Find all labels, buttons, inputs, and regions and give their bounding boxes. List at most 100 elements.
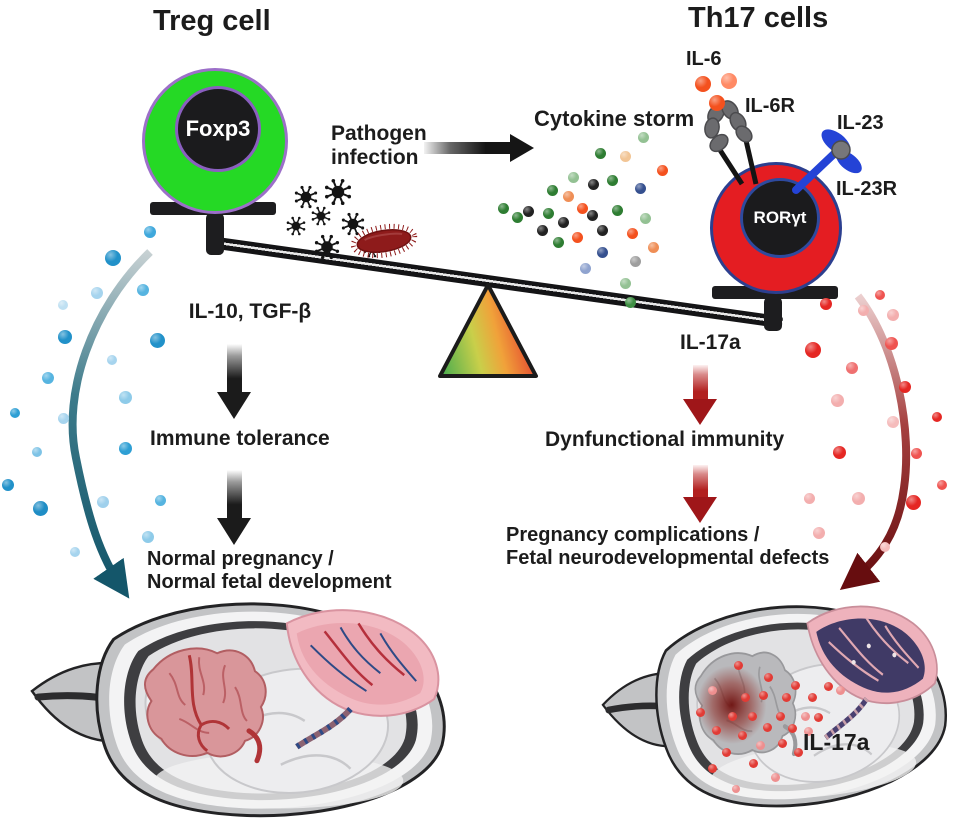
th17_secreted-dot bbox=[887, 416, 899, 428]
cytokine-dot bbox=[567, 171, 579, 183]
pregnancy-complications-label: Pregnancy complications / Fetal neurodev… bbox=[506, 524, 830, 570]
th17_secreted-dot bbox=[803, 492, 815, 504]
pathogen-infection-label: Pathogen infection bbox=[331, 122, 427, 170]
virus-icon bbox=[294, 185, 318, 209]
th17_secreted-dot bbox=[905, 494, 921, 510]
virus-icon bbox=[286, 216, 306, 236]
treg-title: Treg cell bbox=[153, 5, 271, 37]
cytokine-dot bbox=[626, 227, 638, 239]
treg-platform-post bbox=[206, 213, 224, 255]
treg-curved-arrow bbox=[68, 249, 153, 599]
cytokine-dot bbox=[594, 147, 606, 159]
th17_secreted-dot bbox=[875, 290, 885, 300]
cytokine-dot bbox=[596, 246, 608, 258]
treg_secreted-dot bbox=[2, 479, 14, 491]
cytokine-dot bbox=[542, 207, 554, 219]
treg_secreted-dot bbox=[144, 226, 156, 238]
cytokine-dot bbox=[522, 205, 534, 217]
cytokine-dot bbox=[634, 182, 646, 194]
virus-icon bbox=[311, 206, 331, 226]
il6-label: IL-6 bbox=[686, 48, 722, 70]
treg-nucleus: Foxp3 bbox=[175, 86, 261, 172]
normal-brain bbox=[143, 647, 267, 764]
th17_secreted-dot bbox=[832, 445, 846, 459]
treg_secreted-dot bbox=[118, 390, 132, 404]
il6_molecules-dot bbox=[695, 76, 711, 92]
th17-title: Th17 cells bbox=[688, 2, 829, 34]
tolerance-arrow-2 bbox=[217, 470, 251, 545]
th17_secreted-dot bbox=[805, 342, 821, 358]
cytokine-dot bbox=[587, 178, 599, 190]
dysfunction-arrow-2 bbox=[683, 465, 717, 523]
normal-placenta bbox=[285, 609, 440, 750]
cytokine-dot bbox=[511, 211, 523, 223]
treg_secreted-dot bbox=[32, 447, 42, 457]
th17-curved-arrow bbox=[839, 293, 911, 590]
treg_secreted-dot bbox=[137, 284, 149, 296]
damaged-placenta bbox=[806, 605, 938, 741]
treg_secreted-dot bbox=[57, 412, 69, 424]
il6_molecules-dot bbox=[721, 73, 737, 89]
virus-icon bbox=[324, 178, 352, 206]
cytokine-dot bbox=[619, 277, 631, 289]
th17_secreted-dot bbox=[937, 480, 947, 490]
il23-label: IL-23 bbox=[837, 112, 884, 134]
foxp3-label: Foxp3 bbox=[185, 116, 251, 141]
cytokine-dot bbox=[639, 212, 651, 224]
cytokine-dot bbox=[606, 174, 618, 186]
treg_secreted-dot bbox=[107, 355, 117, 365]
cytokine-dot bbox=[571, 231, 583, 243]
th17-platform-post bbox=[764, 297, 782, 331]
cytokine-storm-label: Cytokine storm bbox=[534, 106, 695, 131]
il17a-label: IL-17a bbox=[680, 331, 741, 354]
il6_molecules-dot bbox=[709, 95, 725, 111]
cytokine-dot bbox=[647, 241, 659, 253]
treg_secreted-dot bbox=[58, 300, 68, 310]
il6r-label: IL-6R bbox=[745, 95, 795, 117]
th17-nucleus: RORγt bbox=[740, 178, 820, 258]
th17-cell: RORγt bbox=[710, 162, 842, 294]
cytokine-dot bbox=[576, 202, 588, 214]
cytokine-dot bbox=[546, 184, 558, 196]
cytokine-dot bbox=[596, 224, 608, 236]
th17_secreted-dot bbox=[932, 412, 942, 422]
treg_secreted-dot bbox=[70, 547, 80, 557]
treg_secreted-dot bbox=[149, 332, 165, 348]
treg_secreted-dot bbox=[58, 330, 72, 344]
cytokine-dot bbox=[629, 255, 641, 267]
virus-icon bbox=[341, 212, 365, 236]
th17_secreted-dot bbox=[830, 393, 844, 407]
tolerance-arrow-1 bbox=[217, 344, 251, 419]
cytokine-dot bbox=[562, 190, 574, 202]
th17_secreted-dot bbox=[887, 309, 899, 321]
th17_secreted-dot bbox=[857, 304, 869, 316]
cytokine-dot bbox=[497, 202, 509, 214]
treg_secreted-dot bbox=[42, 372, 54, 384]
cytokine-dot bbox=[557, 216, 569, 228]
dysfunction-arrow-1 bbox=[683, 365, 717, 425]
immune-tolerance-label: Immune tolerance bbox=[150, 427, 330, 450]
roryt-label: RORγt bbox=[753, 208, 807, 227]
th17_secreted-dot bbox=[884, 336, 898, 350]
treg_secreted-dot bbox=[154, 494, 166, 506]
cytokine-dot bbox=[611, 204, 623, 216]
treg_secreted-dot bbox=[142, 531, 154, 543]
cytokine-dot bbox=[586, 209, 598, 221]
treg_secreted-dot bbox=[97, 496, 109, 508]
treg_secreted-dot bbox=[91, 287, 103, 299]
affected-fetus-illustration bbox=[593, 583, 957, 821]
normal-fetus-illustration bbox=[30, 602, 446, 818]
il23r-label: IL-23R bbox=[836, 178, 898, 200]
treg_secreted-dot bbox=[105, 250, 121, 266]
cytokine-dot bbox=[579, 262, 591, 274]
cytokine-dot bbox=[637, 131, 649, 143]
treg_secreted-dot bbox=[32, 500, 48, 516]
normal-pregnancy-label: Normal pregnancy / Normal fetal developm… bbox=[147, 548, 392, 594]
th17_secreted-dot bbox=[820, 298, 832, 310]
cytokine-dot bbox=[552, 236, 564, 248]
th17_secreted-dot bbox=[880, 542, 890, 552]
treg_secreted-dot bbox=[118, 441, 132, 455]
virus-icon bbox=[363, 240, 381, 258]
cytokine-dot bbox=[656, 164, 668, 176]
